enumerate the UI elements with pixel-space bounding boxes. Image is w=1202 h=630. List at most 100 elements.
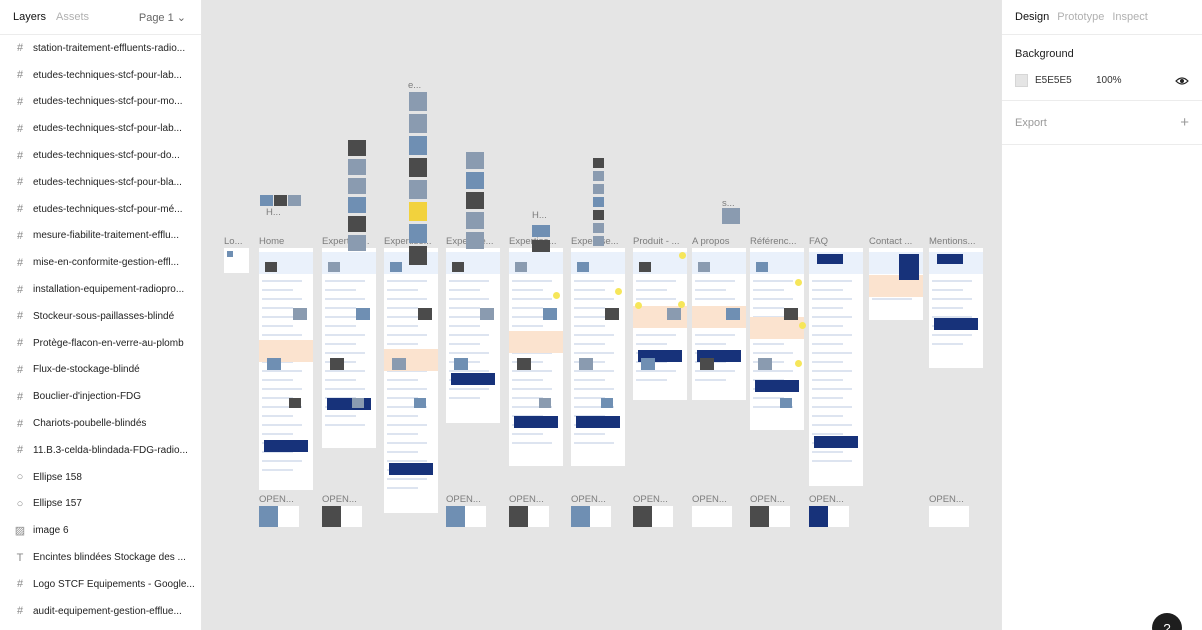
canvas-image[interactable]: [466, 192, 484, 209]
canvas-image[interactable]: [593, 197, 604, 207]
layer-item[interactable]: #11.B.3-celda-blindada-FDG-radio...: [0, 437, 201, 464]
tab-assets[interactable]: Assets: [56, 11, 90, 23]
canvas-image[interactable]: [348, 197, 366, 213]
canvas-image[interactable]: [409, 92, 427, 111]
frame-label[interactable]: Produit - ...: [633, 236, 680, 247]
page-frame[interactable]: [571, 248, 625, 466]
open-graph-frame[interactable]: [692, 506, 732, 527]
page-frame[interactable]: [692, 248, 746, 400]
add-export-icon[interactable]: +: [1180, 114, 1189, 131]
canvas-image[interactable]: [409, 180, 427, 199]
comment-marker[interactable]: [679, 252, 686, 259]
canvas-image[interactable]: [466, 152, 484, 169]
open-frame-label[interactable]: OPEN...: [633, 494, 668, 505]
background-swatch[interactable]: [1015, 74, 1028, 87]
canvas-image[interactable]: [348, 235, 366, 251]
open-frame-label[interactable]: OPEN...: [322, 494, 357, 505]
layer-item[interactable]: #Flux-de-stockage-blindé: [0, 357, 201, 384]
canvas-image[interactable]: [409, 202, 427, 221]
canvas-image[interactable]: [593, 171, 604, 181]
page-frame[interactable]: [446, 248, 500, 423]
floating-label[interactable]: H...: [266, 207, 281, 218]
canvas-image[interactable]: [466, 172, 484, 189]
floating-label[interactable]: e...: [408, 80, 422, 91]
canvas-image[interactable]: [348, 178, 366, 194]
floating-label[interactable]: H...: [532, 210, 547, 221]
layer-item[interactable]: #Bouclier-d'injection-FDG: [0, 383, 201, 410]
page-selector[interactable]: Page 1 ⌄: [138, 11, 186, 24]
layer-item[interactable]: ○Ellipse 158: [0, 464, 201, 491]
layer-item[interactable]: #etudes-techniques-stcf-pour-bla...: [0, 169, 201, 196]
canvas-image[interactable]: [409, 136, 427, 155]
canvas-image[interactable]: [348, 159, 366, 175]
comment-marker[interactable]: [795, 360, 802, 367]
layer-item[interactable]: #Stockeur-sous-paillasses-blindé: [0, 303, 201, 330]
floating-label[interactable]: s...: [722, 198, 735, 209]
frame-label[interactable]: Contact ...: [869, 236, 913, 247]
open-graph-frame[interactable]: [750, 506, 790, 527]
canvas-image[interactable]: [532, 240, 550, 252]
canvas-image[interactable]: [593, 158, 604, 168]
background-hex-input[interactable]: E5E5E5: [1035, 75, 1072, 86]
canvas-image[interactable]: [593, 184, 604, 194]
frame-label[interactable]: Expertise...: [384, 236, 432, 247]
open-graph-frame[interactable]: [929, 506, 969, 527]
frame-label[interactable]: A propos: [692, 236, 730, 247]
canvas-image[interactable]: [532, 225, 550, 237]
tab-design[interactable]: Design: [1015, 11, 1050, 23]
layer-item[interactable]: #etudes-techniques-stcf-pour-lab...: [0, 115, 201, 142]
open-frame-label[interactable]: OPEN...: [809, 494, 844, 505]
open-graph-frame[interactable]: [633, 506, 673, 527]
layer-item[interactable]: #installation-equipement-radiopro...: [0, 276, 201, 303]
open-frame-label[interactable]: OPEN...: [571, 494, 606, 505]
page-frame[interactable]: [750, 248, 804, 430]
open-frame-label[interactable]: OPEN...: [692, 494, 727, 505]
canvas-image[interactable]: [722, 208, 740, 224]
comment-marker[interactable]: [795, 279, 802, 286]
layer-item[interactable]: #station-traitement-effluents-radio...: [0, 35, 201, 62]
open-frame-label[interactable]: OPEN...: [509, 494, 544, 505]
open-frame-label[interactable]: OPEN...: [446, 494, 481, 505]
comment-marker[interactable]: [553, 292, 560, 299]
layer-item[interactable]: ▨image 6: [0, 517, 201, 544]
layer-item[interactable]: ○Ellipse 157: [0, 491, 201, 518]
canvas-image[interactable]: [409, 246, 427, 265]
page-frame[interactable]: [224, 248, 249, 273]
frame-label[interactable]: Home: [259, 236, 285, 247]
comment-marker[interactable]: [799, 322, 806, 329]
canvas-image[interactable]: [348, 140, 366, 156]
open-frame-label[interactable]: OPEN...: [929, 494, 964, 505]
canvas-image[interactable]: [288, 195, 301, 206]
page-frame[interactable]: [384, 248, 438, 513]
open-graph-frame[interactable]: [446, 506, 486, 527]
canvas-image[interactable]: [348, 216, 366, 232]
layer-item[interactable]: #Chariots-poubelle-blindés: [0, 410, 201, 437]
canvas-image[interactable]: [260, 195, 273, 206]
comment-marker[interactable]: [678, 301, 685, 308]
layer-item[interactable]: #etudes-techniques-stcf-pour-mé...: [0, 196, 201, 223]
open-graph-frame[interactable]: [571, 506, 611, 527]
frame-label[interactable]: Lo...: [224, 236, 243, 247]
frame-label[interactable]: FAQ: [809, 236, 829, 247]
tab-layers[interactable]: Layers: [13, 11, 47, 23]
layer-item[interactable]: #Logo STCF Equipements - Google...: [0, 571, 201, 598]
open-frame-label[interactable]: OPEN...: [750, 494, 785, 505]
canvas-image[interactable]: [409, 114, 427, 133]
open-graph-frame[interactable]: [322, 506, 362, 527]
layer-item[interactable]: #mise-en-conformite-gestion-effl...: [0, 249, 201, 276]
layer-item[interactable]: #etudes-techniques-stcf-pour-lab...: [0, 62, 201, 89]
canvas-image[interactable]: [466, 232, 484, 249]
layer-item[interactable]: #Protège-flacon-en-verre-au-plomb: [0, 330, 201, 357]
tab-prototype[interactable]: Prototype: [1057, 11, 1105, 23]
open-graph-frame[interactable]: [809, 506, 849, 527]
layer-item[interactable]: #mesure-fiabilite-traitement-efflu...: [0, 223, 201, 250]
comment-marker[interactable]: [615, 288, 622, 295]
page-frame[interactable]: [509, 248, 563, 466]
page-frame[interactable]: [869, 248, 923, 320]
canvas-image[interactable]: [466, 212, 484, 229]
layer-item[interactable]: #audit-equipement-gestion-efflue...: [0, 598, 201, 625]
frame-label[interactable]: Mentions...: [929, 236, 976, 247]
canvas-image[interactable]: [593, 210, 604, 220]
open-frame-label[interactable]: OPEN...: [259, 494, 294, 505]
